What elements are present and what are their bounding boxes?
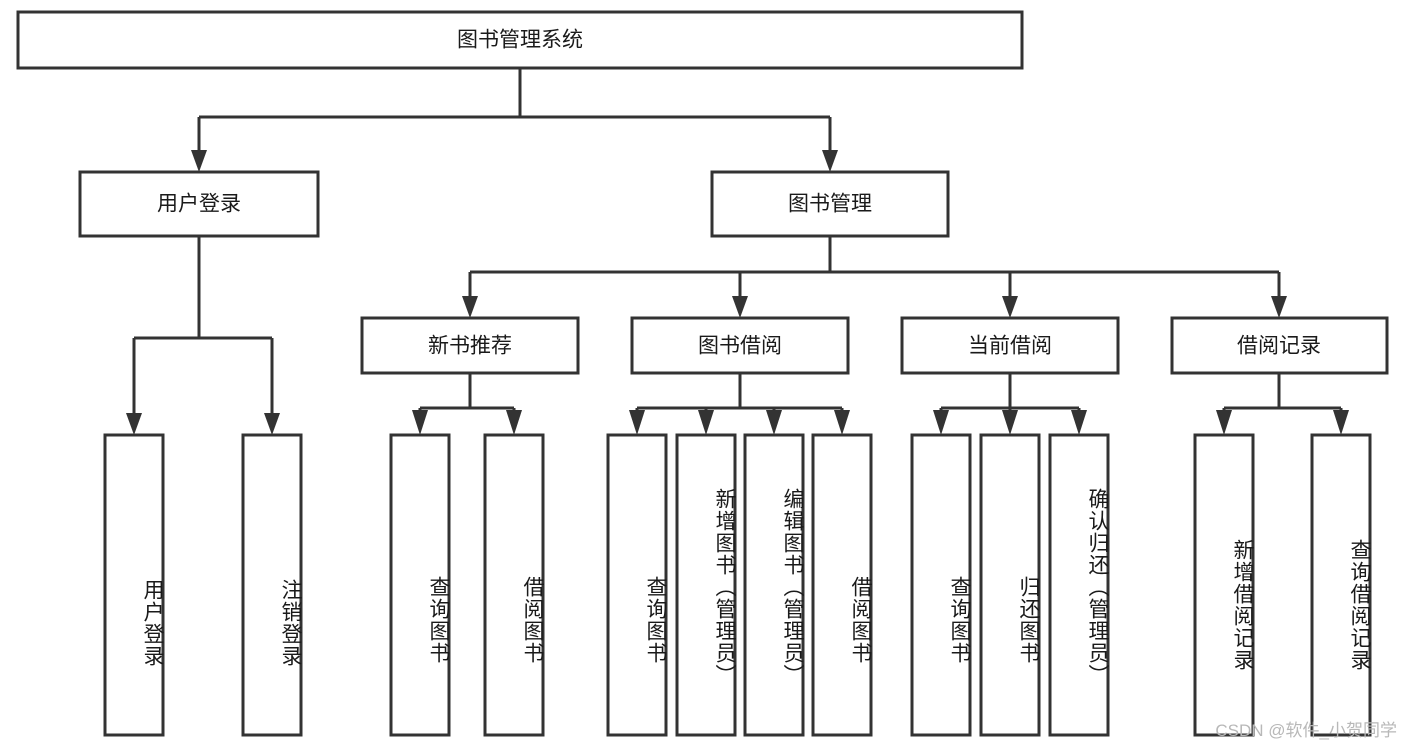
node-new-book-recommend-label: 新书推荐 <box>428 335 512 358</box>
node-borrow-record-box[interactable] <box>1170 316 1389 375</box>
node-current-borrow[interactable]: 当前借阅 <box>900 316 1120 375</box>
connector-group-book-borrow <box>629 373 850 435</box>
node-book-manage[interactable]: 图书管理 <box>710 170 950 238</box>
arrowhead-leaf-user-login <box>126 413 142 435</box>
leaf-box-query-book-1[interactable] <box>389 433 451 737</box>
leaf-box-logout-login[interactable] <box>241 433 303 737</box>
node-new-book-recommend-box[interactable] <box>360 316 580 375</box>
arrowhead-leaf-query-record <box>1333 410 1349 435</box>
connector-group-current-borrow <box>933 373 1087 435</box>
connector-group-book-manage <box>462 236 1287 318</box>
csdn-watermark: CSDN @软件_小贺同学 <box>1215 721 1397 740</box>
leaf-box-user-login[interactable] <box>103 433 165 737</box>
arrowhead-leaf-return-book <box>1002 410 1018 435</box>
arrowhead-leaf-query-book-2 <box>629 410 645 435</box>
arrowhead-leaf-borrow-book-2 <box>834 410 850 435</box>
leaf-box-query-book-3[interactable] <box>910 433 972 737</box>
arrowhead-current-borrow <box>1002 296 1018 318</box>
node-user-login-box[interactable] <box>78 170 320 238</box>
node-book-manage-label: 图书管理 <box>788 193 872 216</box>
node-current-borrow-box[interactable] <box>900 316 1120 375</box>
leaf-box-query-record[interactable] <box>1310 433 1372 737</box>
connector-group-new-book-recommend <box>412 373 522 435</box>
node-user-login-label: 用户登录 <box>157 193 241 216</box>
node-book-borrow-box[interactable] <box>630 316 850 375</box>
connector-group-root <box>191 68 838 172</box>
node-root-label: 图书管理系统 <box>457 29 583 52</box>
arrowhead-new-book-recommend <box>462 296 478 318</box>
node-new-book-recommend[interactable]: 新书推荐 <box>360 316 580 375</box>
leaf-boxes <box>103 433 1372 737</box>
node-root-box[interactable] <box>16 10 1024 70</box>
arrowhead-user-login <box>191 150 207 172</box>
connector-group-user-login <box>126 236 280 435</box>
node-user-login[interactable]: 用户登录 <box>78 170 320 238</box>
leaf-box-confirm-return[interactable] <box>1048 433 1110 737</box>
arrowhead-leaf-borrow-book-1 <box>506 410 522 435</box>
leaf-box-borrow-book-2[interactable] <box>811 433 873 737</box>
leaf-box-add-book[interactable] <box>675 433 737 737</box>
leaf-box-add-record[interactable] <box>1193 433 1255 737</box>
node-book-manage-box[interactable] <box>710 170 950 238</box>
node-book-borrow-label: 图书借阅 <box>698 335 782 358</box>
arrowhead-leaf-confirm-return <box>1071 410 1087 435</box>
arrowhead-book-manage <box>822 150 838 172</box>
node-book-borrow[interactable]: 图书借阅 <box>630 316 850 375</box>
leaf-box-return-book[interactable] <box>979 433 1041 737</box>
arrowhead-borrow-record <box>1271 296 1287 318</box>
arrowhead-book-borrow <box>732 296 748 318</box>
arrowhead-leaf-query-book-1 <box>412 410 428 435</box>
node-current-borrow-label: 当前借阅 <box>968 335 1052 358</box>
connector-group-borrow-record <box>1216 373 1349 435</box>
node-root[interactable]: 图书管理系统 <box>16 10 1024 70</box>
leaf-box-query-book-2[interactable] <box>606 433 668 737</box>
leaf-box-edit-book[interactable] <box>743 433 805 737</box>
arrowhead-leaf-query-book-3 <box>933 410 949 435</box>
node-borrow-record-label: 借阅记录 <box>1237 335 1321 358</box>
arrowhead-leaf-edit-book <box>766 410 782 435</box>
leaf-box-borrow-book-1[interactable] <box>483 433 545 737</box>
arrowhead-leaf-add-book <box>698 410 714 435</box>
arrowhead-leaf-logout-login <box>264 413 280 435</box>
node-borrow-record[interactable]: 借阅记录 <box>1170 316 1389 375</box>
arrowhead-leaf-add-record <box>1216 410 1232 435</box>
